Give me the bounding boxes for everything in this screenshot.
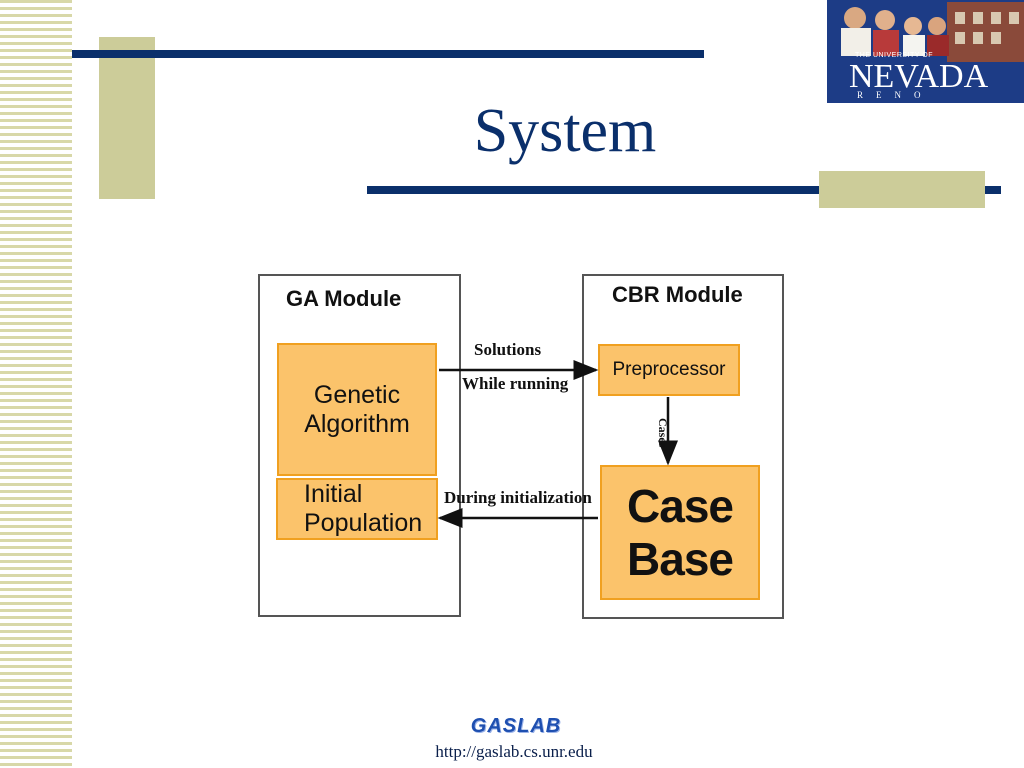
university-logo: THE UNIVERSITY OF NEVADA RENO [827, 0, 1024, 103]
case-base-label: Case Base [627, 479, 734, 585]
cbr-module-title: CBR Module [612, 282, 743, 307]
edge-label-while-running: While running [462, 374, 569, 393]
initial-population-label: Initial Population [304, 480, 423, 537]
logo-text-small: THE UNIVERSITY OF [855, 52, 933, 59]
decorative-line-top [72, 50, 704, 58]
edge-label-during-initialization: During initialization [444, 488, 592, 507]
logo-text-nevada: NEVADA [849, 58, 989, 95]
slide-title: System [473, 97, 657, 165]
decorative-block-left [99, 37, 155, 199]
left-stripe-decoration [0, 0, 72, 768]
preprocessor-node: Preprocessor [598, 344, 740, 396]
edge-label-solutions: Solutions [474, 340, 542, 359]
preprocessor-label: Preprocessor [612, 359, 726, 381]
logo-photo [827, 0, 1024, 103]
ga-module-title: GA Module [286, 286, 402, 311]
genetic-algorithm-node: Genetic Algorithm [277, 343, 437, 476]
genetic-algorithm-label: Genetic Algorithm [304, 380, 410, 438]
gaslab-logo: GASLAB [470, 715, 562, 737]
logo-text-reno: RENO [857, 90, 934, 100]
decorative-block-right [819, 171, 985, 208]
footer-url[interactable]: http://gaslab.cs.unr.edu [435, 742, 593, 761]
initial-population-node: Initial Population [276, 478, 438, 540]
decorative-line-bottom [367, 186, 1001, 194]
case-base-node: Case Base [600, 465, 760, 600]
edge-label-cases: Cases [656, 418, 670, 448]
